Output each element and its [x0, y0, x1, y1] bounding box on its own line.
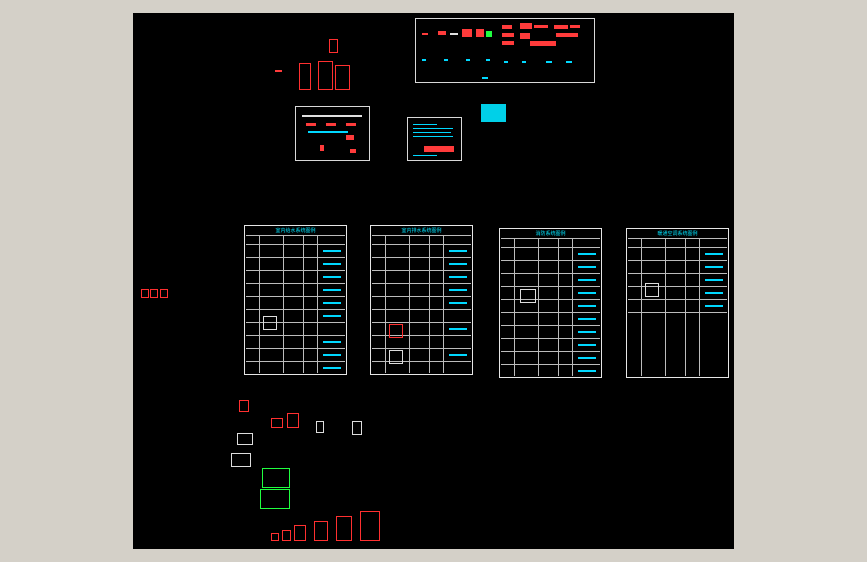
pipe-elbow-icon [231, 453, 251, 467]
pipe-elbow-icon [294, 525, 306, 541]
detail-panel-top [415, 18, 595, 83]
pipe-fitting-icon [287, 413, 299, 428]
pipe-elbow-icon [314, 521, 328, 541]
pipe-fitting-icon [239, 400, 249, 412]
pipe-fitting-icon [271, 418, 283, 428]
pipe-elbow-icon [336, 516, 352, 541]
legend-block[interactable] [481, 104, 506, 122]
pipe-elbow-icon [282, 530, 291, 541]
riser-symbol [318, 61, 333, 90]
cad-symbol-icon [160, 289, 168, 298]
pipe-elbow-icon [360, 511, 380, 541]
riser-symbol [335, 65, 350, 90]
table-title: 消防系统图例 [535, 231, 566, 237]
legend-table-4[interactable]: 暖通空调系统图例 [626, 228, 729, 378]
valve-icon [352, 421, 362, 435]
pipe-elbow-icon [271, 533, 279, 541]
table-title: 室内给水系统图例 [275, 228, 316, 234]
cad-symbol-icon [141, 289, 149, 298]
notes-panel [407, 117, 462, 161]
legend-table-2[interactable]: 室内排水系统图例 [370, 225, 473, 375]
cad-symbol-icon [150, 289, 158, 298]
equipment-icon [260, 489, 290, 509]
arrow-mark [275, 70, 282, 72]
detail-panel-middle [295, 106, 370, 161]
pipe-elbow-icon [237, 433, 253, 445]
legend-table-3[interactable]: 消防系统图例 [499, 228, 602, 378]
drawing-canvas[interactable]: 室内给水系统图例 室内排水系统图例 [133, 13, 734, 549]
table-title: 暖通空调系统图例 [657, 231, 698, 237]
riser-symbol [329, 39, 338, 53]
valve-icon [316, 421, 324, 433]
table-title: 室内排水系统图例 [401, 228, 442, 234]
legend-table-1[interactable]: 室内给水系统图例 [244, 225, 347, 375]
riser-symbol [299, 63, 311, 90]
equipment-icon [262, 468, 290, 488]
